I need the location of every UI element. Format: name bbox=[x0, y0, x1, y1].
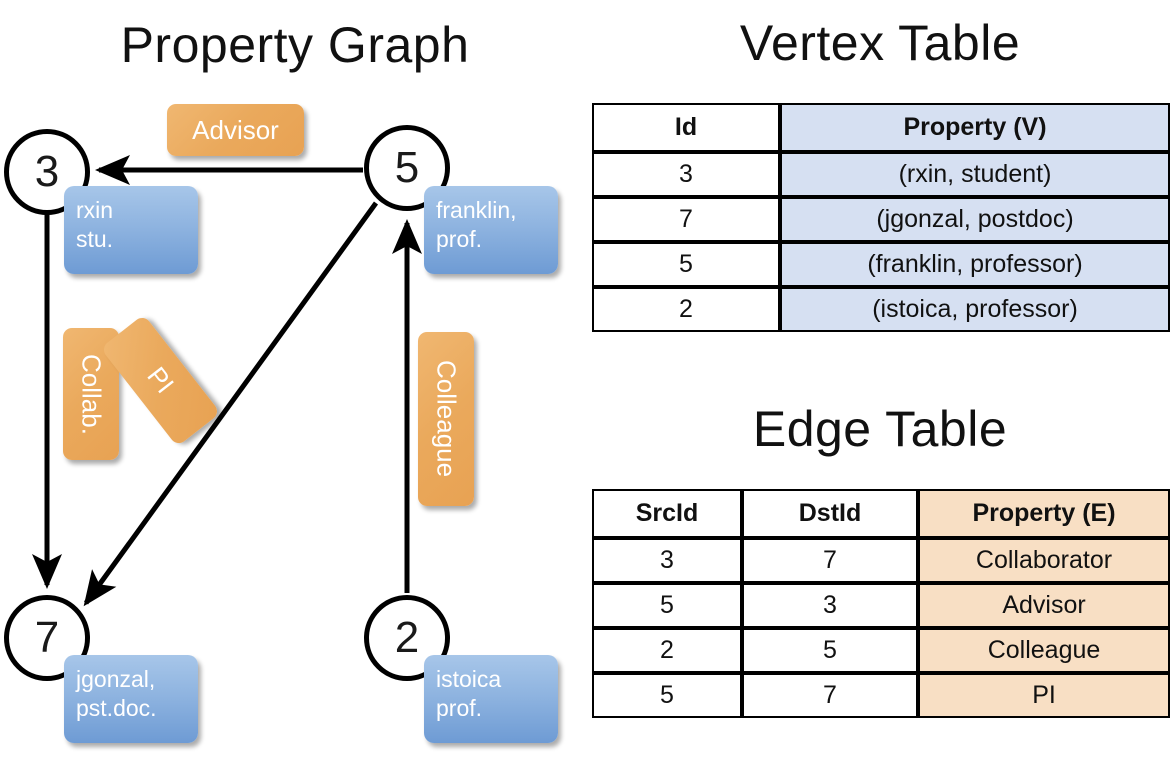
edge-table-header-property: Property (E) bbox=[918, 489, 1170, 538]
vertex-row-1-id: 7 bbox=[592, 197, 780, 242]
table-row: 5 7 PI bbox=[592, 673, 1170, 718]
graph-node-3-property-line1: rxin bbox=[76, 197, 114, 223]
graph-node-2-property-box: istoica prof. bbox=[424, 655, 558, 743]
edge-label-pi-text: PI bbox=[141, 361, 181, 400]
vertex-row-3-id: 2 bbox=[592, 287, 780, 332]
edge-label-advisor-text: Advisor bbox=[192, 114, 279, 145]
edge-label-colleague: Colleague bbox=[418, 332, 474, 506]
graph-edges-svg bbox=[32, 155, 422, 607]
graph-node-3-id: 3 bbox=[34, 147, 60, 196]
vertex-table-header-property: Property (V) bbox=[780, 103, 1170, 152]
graph-node-2-id: 2 bbox=[394, 613, 420, 662]
page-title-edge-table: Edge Table bbox=[752, 401, 1008, 457]
edge-row-2-dstid: 5 bbox=[742, 628, 918, 673]
graph-node-2-property-line2: prof. bbox=[436, 694, 483, 721]
edge-table-header-row: SrcId DstId Property (E) bbox=[592, 489, 1170, 538]
graph-node-3-property-box: rxin stu. bbox=[64, 186, 198, 274]
page-title-vertex-table: Vertex Table bbox=[739, 15, 1021, 71]
graph-node-2[interactable]: 2 bbox=[364, 595, 450, 681]
graph-node-7-property-line1: jgonzal, bbox=[76, 666, 156, 692]
table-row: 7 (jgonzal, postdoc) bbox=[592, 197, 1170, 242]
table-row: 5 3 Advisor bbox=[592, 583, 1170, 628]
edge-row-0-dstid: 7 bbox=[742, 538, 918, 583]
vertex-row-2-id: 5 bbox=[592, 242, 780, 287]
edge-row-0-property: Collaborator bbox=[918, 538, 1170, 583]
edge-table-header-dstid: DstId bbox=[742, 489, 918, 538]
edge-row-2-property: Colleague bbox=[918, 628, 1170, 673]
edge-row-3-property: PI bbox=[918, 673, 1170, 718]
table-row: 2 5 Colleague bbox=[592, 628, 1170, 673]
edge-table: SrcId DstId Property (E) 3 7 Collaborato… bbox=[592, 489, 1170, 718]
edge-row-1-property: Advisor bbox=[918, 583, 1170, 628]
graph-node-5-id: 5 bbox=[394, 143, 420, 192]
graph-node-7-property-box: jgonzal, pst.doc. bbox=[64, 655, 198, 743]
graph-node-7-property-line2: pst.doc. bbox=[76, 694, 157, 721]
edge-label-collab-text: Collab. bbox=[76, 353, 107, 435]
vertex-table: Id Property (V) 3 (rxin, student) 7 (jgo… bbox=[592, 103, 1170, 332]
vertex-row-2-property: (franklin, professor) bbox=[780, 242, 1170, 287]
table-row: 2 (istoica, professor) bbox=[592, 287, 1170, 332]
edge-5-to-7-pi bbox=[83, 201, 379, 607]
edge-row-2-srcid: 2 bbox=[592, 628, 742, 673]
edge-label-colleague-text: Colleague bbox=[431, 360, 462, 478]
edge-row-1-srcid: 5 bbox=[592, 583, 742, 628]
edge-table-header-srcid: SrcId bbox=[592, 489, 742, 538]
graph-node-5-property-box: franklin, prof. bbox=[424, 186, 558, 274]
vertex-row-1-property: (jgonzal, postdoc) bbox=[780, 197, 1170, 242]
vertex-table-container: Id Property (V) 3 (rxin, student) 7 (jgo… bbox=[592, 103, 1170, 332]
graph-node-5-property-line2: prof. bbox=[436, 225, 483, 252]
graph-node-5[interactable]: 5 bbox=[364, 125, 450, 211]
property-graph-diagram: 3 rxin stu. 5 franklin, prof. 7 jgonzal,… bbox=[4, 104, 558, 743]
graph-node-7-id: 7 bbox=[34, 613, 60, 662]
graph-node-2-property-line1: istoica bbox=[436, 666, 502, 692]
table-row: 3 (rxin, student) bbox=[592, 152, 1170, 197]
edge-row-3-dstid: 7 bbox=[742, 673, 918, 718]
edge-row-3-srcid: 5 bbox=[592, 673, 742, 718]
vertex-row-0-id: 3 bbox=[592, 152, 780, 197]
vertex-table-header-id: Id bbox=[592, 103, 780, 152]
table-row: 5 (franklin, professor) bbox=[592, 242, 1170, 287]
vertex-row-3-property: (istoica, professor) bbox=[780, 287, 1170, 332]
edge-label-collab: Collab. bbox=[63, 328, 119, 460]
edge-row-1-dstid: 3 bbox=[742, 583, 918, 628]
edge-table-container: SrcId DstId Property (E) 3 7 Collaborato… bbox=[592, 489, 1170, 718]
vertex-row-0-property: (rxin, student) bbox=[780, 152, 1170, 197]
graph-node-5-property-line1: franklin, bbox=[436, 197, 517, 223]
table-row: 3 7 Collaborator bbox=[592, 538, 1170, 583]
graph-node-3-property-line2: stu. bbox=[76, 225, 114, 252]
page-title-property-graph: Property Graph bbox=[120, 17, 470, 73]
edge-row-0-srcid: 3 bbox=[592, 538, 742, 583]
edge-label-advisor: Advisor bbox=[167, 104, 304, 156]
vertex-table-header-row: Id Property (V) bbox=[592, 103, 1170, 152]
